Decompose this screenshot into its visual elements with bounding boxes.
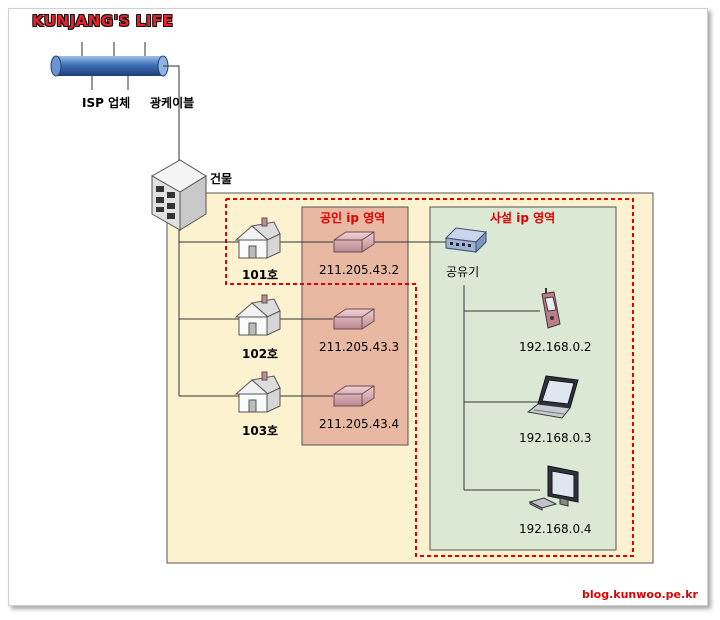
private-ip-laptop: 192.168.0.3 xyxy=(519,431,592,445)
public-zone-title: 공인 ip 영역 xyxy=(320,211,386,225)
public-ip-101: 211.205.43.2 xyxy=(319,263,400,277)
mobile-phone-icon xyxy=(541,288,561,329)
fiber-cable-line xyxy=(163,65,180,162)
house-icon-103 xyxy=(234,371,281,413)
unit-label-101: 101호 xyxy=(242,268,279,282)
isp-backbone-pipe xyxy=(50,42,169,90)
private-ip-zone xyxy=(429,206,617,551)
public-ip-103: 211.205.43.4 xyxy=(319,417,400,431)
blog-url: blog.kunwoo.pe.kr xyxy=(582,588,698,601)
private-ip-phone: 192.168.0.2 xyxy=(519,340,592,354)
router-icon xyxy=(444,227,488,254)
modem-icon-101 xyxy=(333,231,375,253)
desktop-pc-icon xyxy=(528,465,579,511)
private-ip-desktop: 192.168.0.4 xyxy=(519,522,592,536)
isp-label: ISP 업체 xyxy=(82,96,131,110)
public-ip-102: 211.205.43.3 xyxy=(319,340,400,354)
unit-label-103: 103호 xyxy=(242,424,279,438)
unit-label-102: 102호 xyxy=(242,347,279,361)
private-zone-title: 사설 ip 영역 xyxy=(490,211,556,225)
building-label: 건물 xyxy=(210,172,233,186)
modem-icon-102 xyxy=(333,308,375,330)
fiber-cable-label: 광케이블 xyxy=(150,96,195,110)
router-label: 공유기 xyxy=(446,265,480,279)
blog-logo: KUNJANG'S LIFE xyxy=(32,12,174,30)
house-icon-101 xyxy=(234,217,281,259)
house-icon-102 xyxy=(234,294,281,336)
building-icon xyxy=(150,159,207,231)
modem-icon-103 xyxy=(333,385,375,407)
highlight-dashed-outline xyxy=(225,198,634,557)
laptop-icon xyxy=(526,375,579,419)
